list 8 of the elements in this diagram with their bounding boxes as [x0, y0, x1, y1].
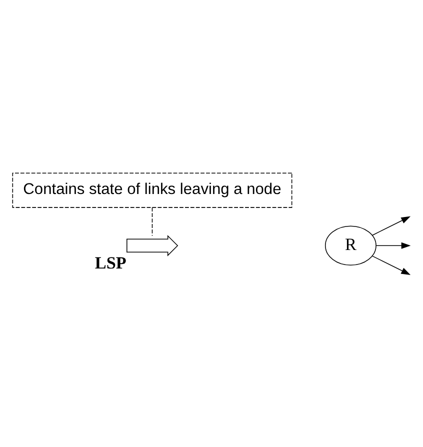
node-label: LSP [94, 252, 126, 272]
arrow [372, 255, 411, 274]
node-arrow [126, 234, 178, 256]
arrow [376, 242, 411, 248]
arrow [372, 216, 411, 236]
connector [152, 206, 153, 236]
node-ellipse: R [324, 225, 376, 266]
node-box: Contains state of links leaving a node [12, 172, 292, 208]
